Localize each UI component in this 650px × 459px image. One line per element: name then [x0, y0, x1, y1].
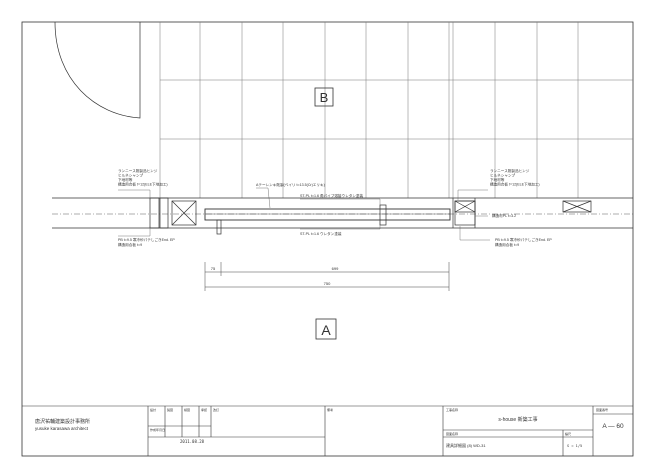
col-label-check: 検図	[184, 407, 190, 412]
number-label: 図面番号	[596, 407, 608, 412]
col-label-approve: 承認	[201, 407, 207, 412]
office-name-en: yusuke karasawa architect	[35, 426, 89, 431]
note-left-lower-1: PB t=9.5 寒冷紗パテしごきEnd. EP	[118, 237, 175, 242]
note-left-upper-2: ヒルネシャンプ゚	[118, 173, 143, 178]
dim-inner-span: 699	[332, 266, 339, 271]
col-label-remarks: 備考	[327, 407, 333, 412]
note-center-top-2: ST-PL t=1.6 角パイプ溶接ウレタン塗装	[300, 193, 363, 198]
room-label-b-box	[314, 87, 334, 107]
note-left-upper-1: ランニース既製品ヒンジ	[118, 168, 158, 173]
col-label-drafting: 製図	[167, 407, 173, 412]
note-left-upper-3: 下地材等	[118, 177, 133, 182]
project-label: 工事名称	[446, 407, 458, 412]
drawing-name: 建具詳細図 (8) WD-31	[446, 442, 486, 448]
date-value: 2011.08.28	[180, 439, 205, 444]
scale-value: S = 1/5	[567, 444, 582, 448]
note-left-lower-2: 構造用合板 t=9	[118, 242, 142, 247]
title-block	[22, 405, 633, 456]
note-right-lower-2: 構造用合板 t=9	[495, 242, 519, 247]
dim-overall-span: 750	[324, 281, 331, 286]
room-label-a-box	[315, 318, 337, 340]
room-label-b: B	[320, 90, 329, 105]
note-center-top-1: Aテーレンキ既製(ベイリ t=13.5(Cr)エリキ)	[256, 182, 325, 187]
sheet-number: A — 60	[602, 423, 624, 430]
note-right-upper-3: 下地材等	[490, 177, 505, 182]
room-label-a: A	[321, 322, 331, 338]
sheet-border	[21, 21, 634, 457]
note-right-upper-4: 構造用合板 t=12(ELE下地加工)	[490, 182, 540, 187]
date-label: 作成年月日	[150, 427, 165, 432]
leader-lines	[118, 187, 490, 241]
col-label-revision: 改訂	[213, 407, 219, 412]
dimension-lines	[204, 262, 450, 291]
drawing-label: 図面名称	[446, 431, 458, 436]
col-label-design: 設計	[150, 407, 156, 412]
note-right-lower-1: PB t=9.5 寒冷紗パテしごきEnd. EP	[495, 237, 552, 242]
note-right-mid: 構造材PL t=3.2	[492, 213, 516, 218]
note-right-upper-1: ランニース既製品ヒンジ	[490, 168, 530, 173]
wall-section	[52, 197, 633, 235]
note-left-upper-4: 構造用合板 t=12(ELE下地加工)	[118, 182, 168, 187]
note-center-bottom: ST-PL t=1.6 ウレタン塗装	[300, 231, 342, 236]
note-right-upper-2: ヒルネシャンプ゚	[490, 173, 515, 178]
scale-label: 縮尺	[565, 431, 571, 436]
dim-small-left: 75	[211, 266, 216, 271]
office-name: 唐沢祐輔建築設計事務所	[35, 418, 90, 425]
project-name: s-house 新築工事	[498, 416, 537, 423]
floor-grid	[159, 22, 633, 198]
door-swing-arc	[54, 21, 141, 119]
